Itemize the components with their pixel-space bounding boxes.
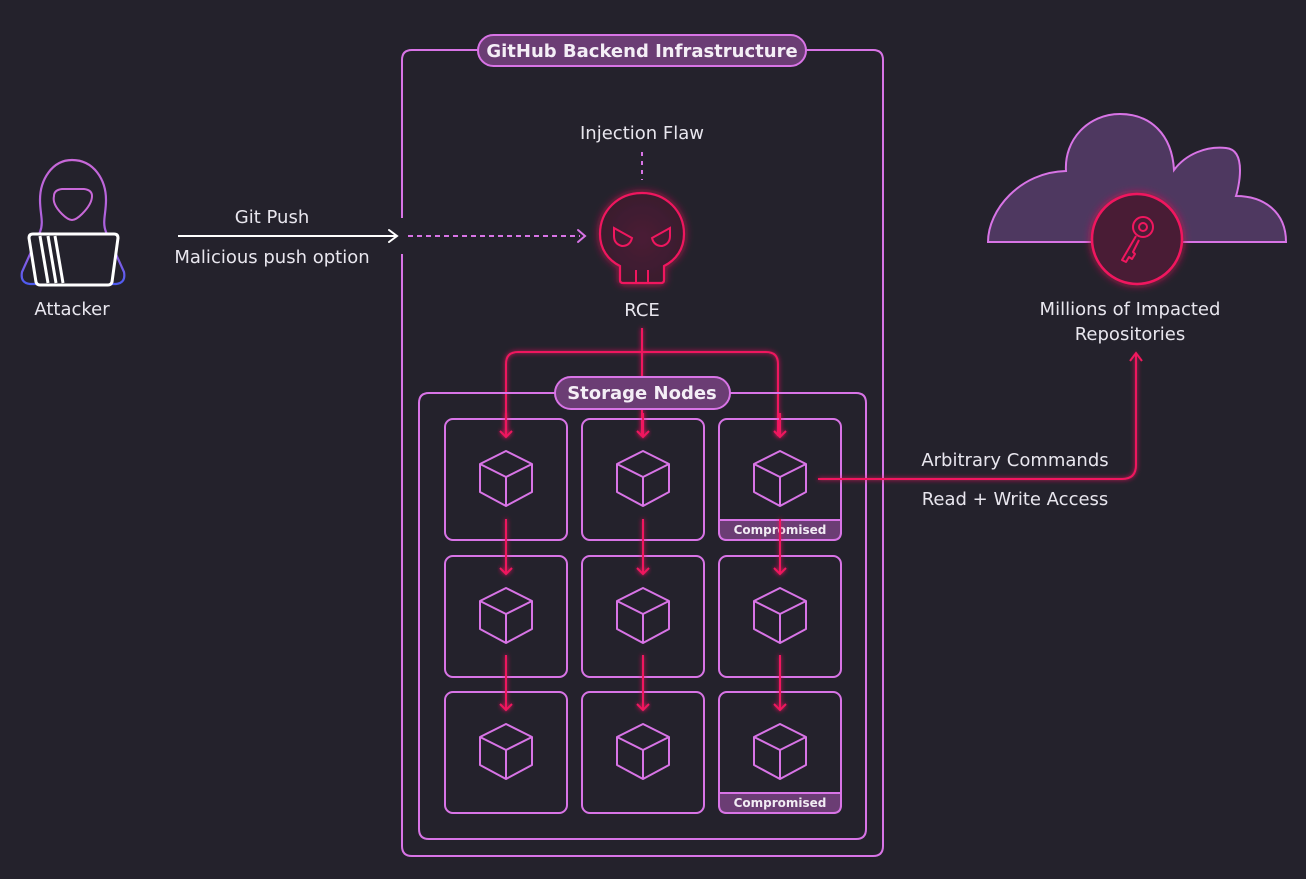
cube-icon [753,450,807,507]
impacted-repositories: Millions of Impacted Repositories [986,112,1288,345]
attacker-label: Attacker [34,299,110,320]
attacker: Attacker [20,158,126,320]
cube-icon [753,723,807,780]
cube-icon [616,723,670,780]
key-icon [1090,192,1184,286]
compromised-badge-label: Compromised [734,796,827,810]
arbitrary-commands-label: Arbitrary Commands [921,450,1108,471]
skull-icon [598,191,686,285]
storage-node [581,519,705,678]
cloud-icon [986,112,1288,243]
git-push-arrow: Git Push Malicious push option [174,207,587,268]
hacker-icon [20,158,126,287]
storage-nodes-title-pill [554,376,731,410]
down-arrow-icon [773,655,787,712]
storage-nodes-title: Storage Nodes [567,383,717,404]
infrastructure-title: GitHub Backend Infrastructure [486,41,797,62]
impact-label-line1: Millions of Impacted [1040,299,1221,320]
cube-icon [616,587,670,644]
storage-node [444,519,568,678]
exfiltration-arrow: Arbitrary Commands Read + Write Access [818,351,1143,510]
cube-icon [479,587,533,644]
storage-node [718,519,842,678]
storage-node-grid: CompromisedCompromised [444,413,842,814]
down-arrow-icon [636,519,650,576]
storage-node: Compromised [718,655,842,814]
cube-icon [479,723,533,780]
storage-node [581,655,705,814]
cube-icon [479,450,533,507]
malicious-push-option-label: Malicious push option [174,247,369,268]
storage-nodes: Storage Nodes CompromisedCompromised [418,376,867,840]
read-write-access-label: Read + Write Access [922,489,1109,510]
cube-icon [616,450,670,507]
down-arrow-icon [636,413,650,439]
down-arrow-icon [636,655,650,712]
impact-label-line2: Repositories [1075,324,1186,345]
rce-label: RCE [624,300,660,321]
down-arrow-icon [499,655,513,712]
down-arrow-icon [499,519,513,576]
github-backend-infrastructure: GitHub Backend Infrastructure Injection … [401,34,884,857]
infrastructure-title-pill [477,34,807,67]
compromised-badge [718,792,842,814]
storage-node [581,413,705,541]
git-push-label: Git Push [235,207,309,228]
down-arrow-icon [773,413,787,439]
injection-flaw-label: Injection Flaw [580,123,704,144]
down-arrow-icon [773,519,787,576]
storage-node [444,655,568,814]
down-arrow-icon [499,413,513,439]
cube-icon [753,587,807,644]
